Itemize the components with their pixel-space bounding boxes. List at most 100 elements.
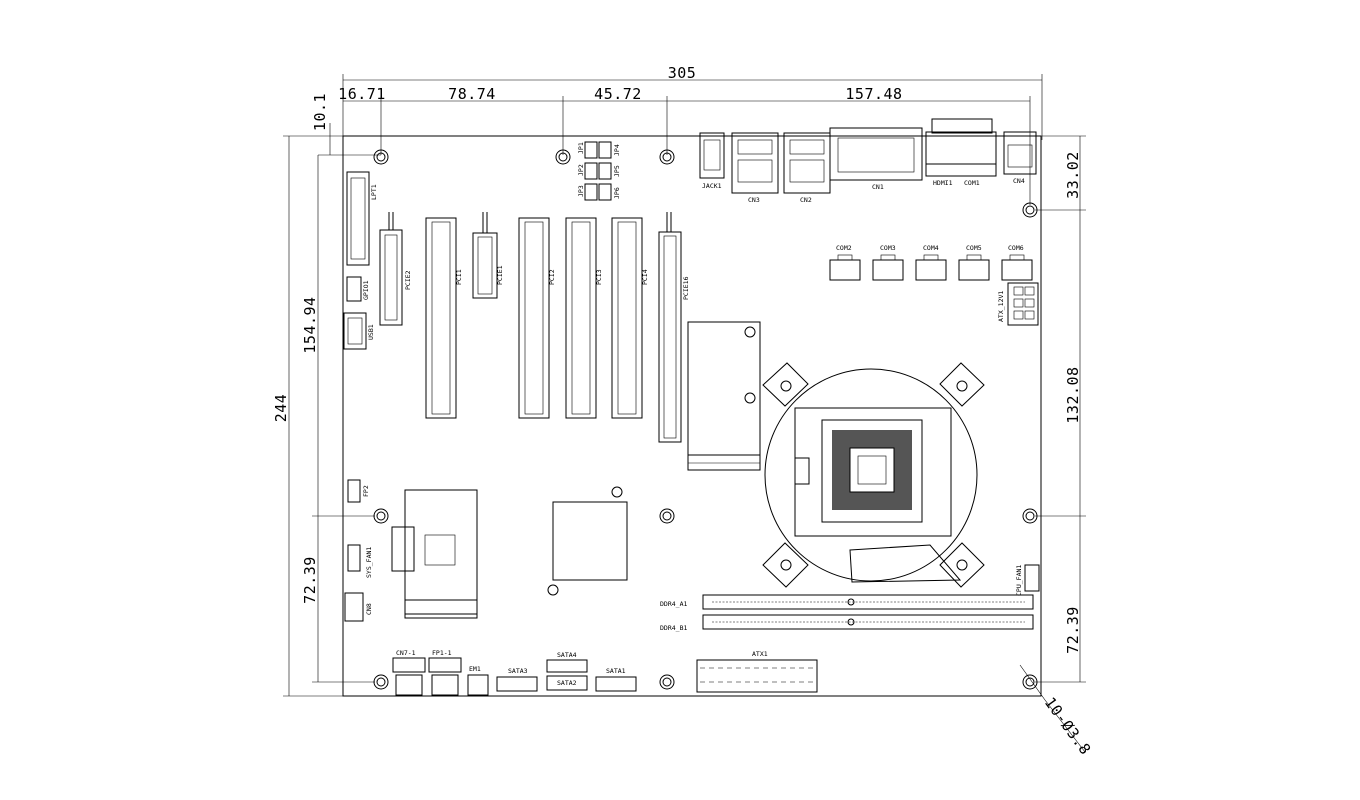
- pci1-label: PCI1: [455, 269, 463, 285]
- em1-label: EM1: [469, 665, 481, 673]
- cpu-fan1-label: CPU_FAN1: [1015, 565, 1023, 596]
- cn4-label: CN4: [1013, 177, 1025, 185]
- jumper-block: JP1 JP4 JP2 JP5 JP3 JP6: [577, 141, 621, 201]
- chipset-heatsink: [547, 486, 628, 596]
- hdmi1-label: HDMI1: [933, 179, 953, 187]
- mounting-holes: [373, 149, 1038, 690]
- pcie16-slot: PCIE16: [658, 212, 690, 443]
- pcie2-slot: PCIE2: [379, 212, 412, 326]
- usb-stack: CN4: [1003, 131, 1037, 185]
- usb-header: USB1: [343, 312, 375, 350]
- atx12v1-label: ATX_12V1: [997, 291, 1005, 322]
- jack1-label: JACK1: [702, 182, 722, 190]
- lpt1-label: LPT1: [370, 184, 378, 200]
- cn7-label: CN7-1: [396, 649, 416, 657]
- mounting-hole: [659, 674, 675, 690]
- mounting-hole: [373, 149, 389, 165]
- mini-pcie-card: [687, 321, 761, 471]
- mounting-hole: [1022, 508, 1038, 524]
- mounting-hole: [373, 674, 389, 690]
- fp2-header: FP2: [347, 479, 370, 503]
- com5-label: COM5: [966, 244, 982, 252]
- pcie1-label: PCIE1: [496, 265, 504, 285]
- dim-left-upper: 154.94: [301, 296, 319, 353]
- mounting-hole: [1022, 202, 1038, 218]
- mounting-hole: [1022, 674, 1038, 690]
- dimension-lines: [283, 74, 1086, 753]
- gpio1-label: GPIO1: [362, 280, 370, 300]
- pcie1-slot: PCIE1: [472, 212, 504, 299]
- dim-d4: 157.48: [845, 85, 902, 103]
- cn1-label: CN1: [872, 183, 884, 191]
- em1-header: EM1: [467, 665, 489, 696]
- cpu-fan-header: CPU_FAN1: [1015, 564, 1040, 596]
- lan-usb-port: CN3: [731, 132, 779, 204]
- com1-label: COM1: [964, 179, 980, 187]
- hdmi-com-block: HDMI1 COM1: [925, 118, 997, 187]
- sata3-port: SATA3: [496, 667, 538, 692]
- sata2-label: SATA2: [557, 679, 577, 687]
- com-header: COM6: [1001, 244, 1033, 281]
- pci4-label: PCI4: [641, 269, 649, 285]
- lpt-header: LPT1: [346, 171, 378, 266]
- pci-slot: PCI1: [425, 217, 463, 419]
- dim-total-height: 244: [272, 394, 290, 423]
- gpio-header: GPIO1: [346, 276, 370, 302]
- pci3-label: PCI3: [595, 269, 603, 285]
- sata4-port: SATA4: [546, 651, 588, 673]
- com-header: COM3: [872, 244, 904, 281]
- mounting-hole: [555, 149, 571, 165]
- pci-slot: PCI3: [565, 217, 603, 419]
- fp1-label: FP1-1: [432, 649, 452, 657]
- fp1-header: FP1-1: [428, 649, 462, 696]
- com-headers: COM2 COM3 COM4 COM5 COM6: [829, 244, 1033, 281]
- com-header: COM4: [915, 244, 947, 281]
- sata1-port: SATA1: [595, 667, 637, 692]
- cn2-label: CN2: [800, 196, 812, 204]
- pci-slot: PCI2: [518, 217, 556, 419]
- jp4-label: JP4: [613, 144, 621, 156]
- cn8-label: CN8: [365, 603, 373, 615]
- pcie2-label: PCIE2: [404, 270, 412, 290]
- pcie16-label: PCIE16: [682, 276, 690, 300]
- display-port-block: CN1: [829, 127, 923, 191]
- jp1-label: JP1: [577, 142, 585, 154]
- bottom-headers: CN7-1 FP1-1 EM1 SATA3 SATA4 SATA2 SATA1: [392, 649, 818, 696]
- ddr4-b1-label: DDR4_B1: [660, 624, 687, 632]
- dim-d1: 16.71: [338, 85, 386, 103]
- dim-hole-spec: 10-Ø3.8: [1041, 694, 1095, 759]
- sys-fan1-label: SYS_FAN1: [365, 547, 373, 578]
- cn3-label: CN3: [748, 196, 760, 204]
- board-outline: [342, 135, 1042, 697]
- dim-d2: 78.74: [448, 85, 496, 103]
- rear-io: JACK1 CN3 CN2 CN1 HDMI1 COM1: [699, 118, 1037, 204]
- jp6-label: JP6: [613, 187, 621, 199]
- fp2-label: FP2: [362, 485, 370, 497]
- audio-jack: JACK1: [699, 132, 725, 190]
- atx-12v-connector: ATX_12V1: [997, 282, 1039, 326]
- mounting-hole: [659, 508, 675, 524]
- com-header: COM5: [958, 244, 990, 281]
- dim-left-lower: 72.39: [301, 556, 319, 604]
- sata4-label: SATA4: [557, 651, 577, 659]
- lan-usb-port: CN2: [783, 132, 831, 204]
- mounting-hole: [373, 508, 389, 524]
- atx-power-connector: ATX1: [696, 650, 818, 693]
- sata1-label: SATA1: [606, 667, 626, 675]
- cn8-header: CN8: [344, 592, 373, 622]
- sata3-label: SATA3: [508, 667, 528, 675]
- com-header: COM2: [829, 244, 861, 281]
- com6-label: COM6: [1008, 244, 1024, 252]
- dimm-slot: DDR4_A1: [660, 594, 1034, 610]
- jp5-label: JP5: [613, 165, 621, 177]
- card-slot: [391, 489, 478, 619]
- dimm-slots: DDR4_A1 DDR4_B1: [660, 594, 1034, 632]
- dim-right-top: 33.02: [1064, 151, 1082, 199]
- sys-fan-header: SYS_FAN1: [347, 544, 373, 578]
- dim-d3: 45.72: [594, 85, 642, 103]
- jp2-label: JP2: [577, 164, 585, 176]
- mounting-hole: [659, 149, 675, 165]
- dim-right-bottom: 72.39: [1064, 606, 1082, 654]
- pci-slot: PCI4: [611, 217, 649, 419]
- com2-label: COM2: [836, 244, 852, 252]
